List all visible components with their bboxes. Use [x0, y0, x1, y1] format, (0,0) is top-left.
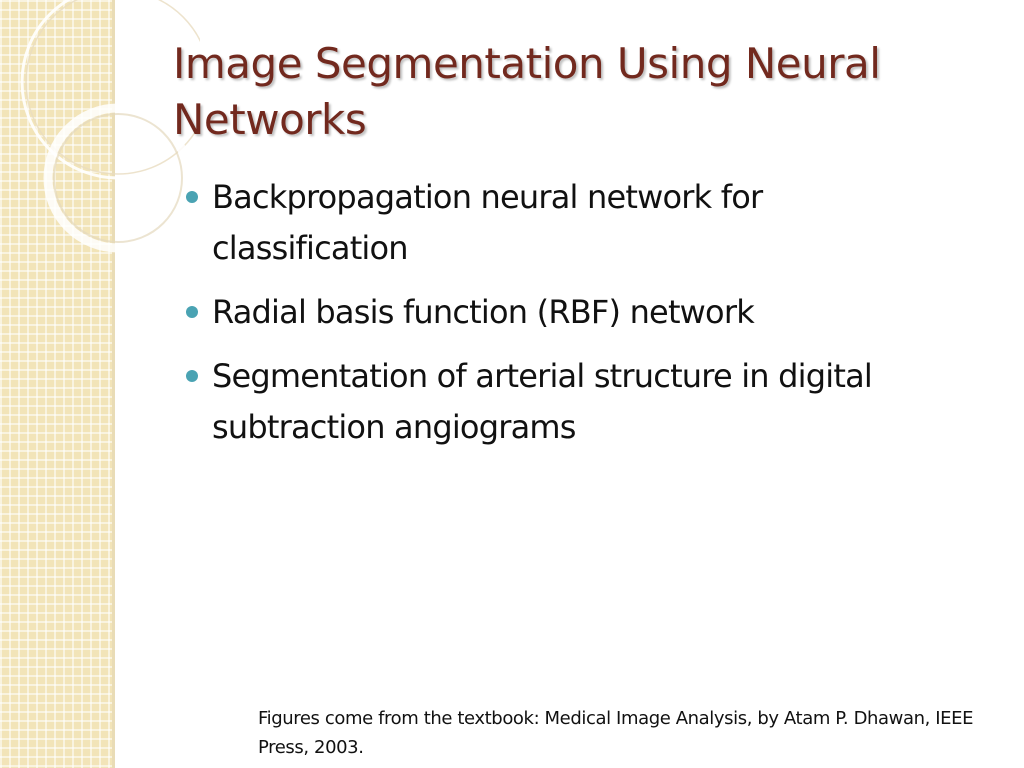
bullet-dot-icon	[186, 191, 198, 203]
source-footnote: Figures come from the textbook: Medical …	[258, 708, 974, 758]
bullet-item: Radial basis function (RBF) network	[186, 287, 916, 338]
slide-title: Image Segmentation Using Neural Networks	[173, 39, 881, 144]
decorative-side-panel	[0, 0, 112, 768]
bullet-text: Segmentation of arterial structure in di…	[212, 357, 873, 446]
bullet-text: Backpropagation neural network for class…	[212, 178, 763, 267]
bullet-item: Backpropagation neural network for class…	[186, 172, 916, 274]
decorative-rings-icon	[20, 0, 200, 253]
bullet-item: Segmentation of arterial structure in di…	[186, 351, 916, 453]
bullet-dot-icon	[186, 370, 198, 382]
bullet-text: Radial basis function (RBF) network	[212, 293, 755, 331]
bullet-list: Backpropagation neural network for class…	[186, 172, 916, 466]
side-panel-edge	[112, 0, 115, 768]
bullet-dot-icon	[186, 306, 198, 318]
